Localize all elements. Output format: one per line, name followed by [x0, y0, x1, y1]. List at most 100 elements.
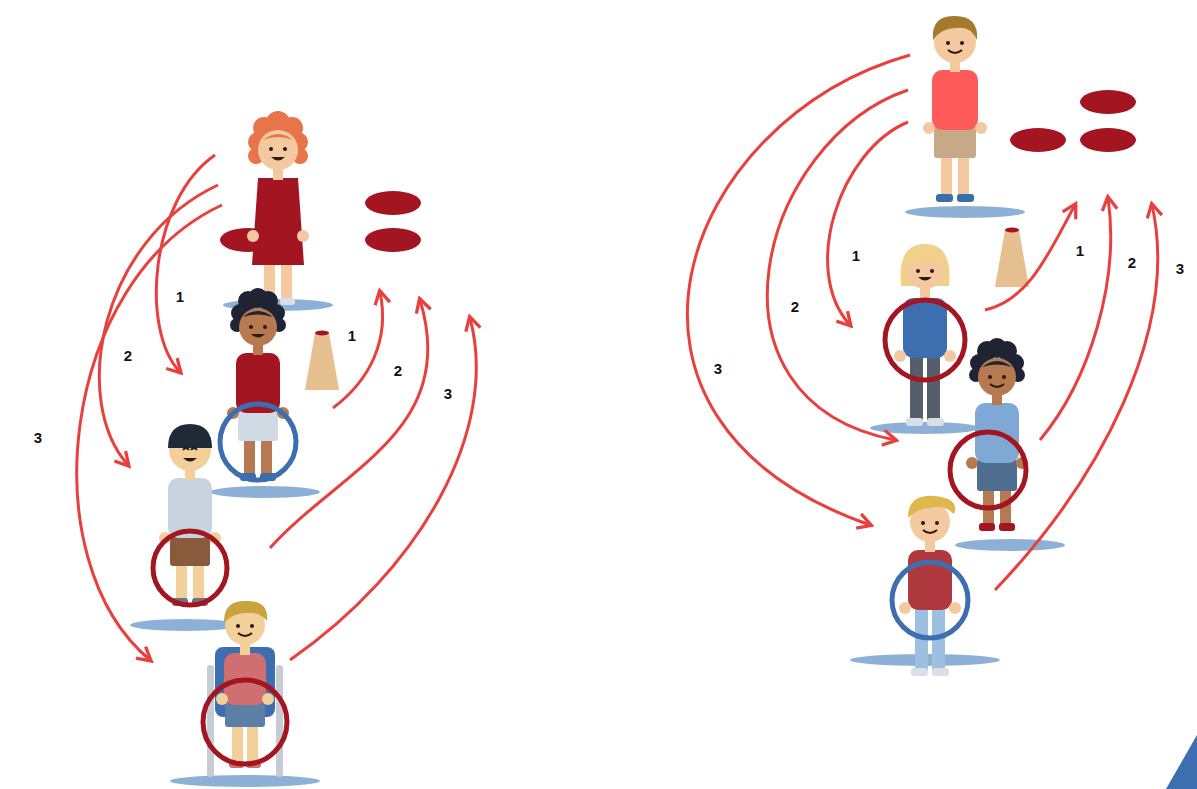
thrower-figure-part	[297, 230, 309, 242]
throw-arrows-part	[985, 205, 1075, 310]
thrower-figure-part	[263, 134, 293, 140]
floor-shadows-part	[905, 206, 1025, 218]
throw-arrows-part	[156, 155, 215, 372]
catcher-figure-part	[979, 523, 995, 531]
wheelchair-figure-part	[247, 723, 258, 763]
catcher-figure-part	[193, 562, 204, 600]
catcher-figure-part-part	[248, 288, 268, 308]
thrower-figure-part	[936, 194, 953, 202]
callout-number: 1	[176, 289, 184, 304]
catcher-figure-part	[251, 334, 265, 338]
hoop	[153, 531, 227, 605]
catcher-figure-part	[183, 448, 197, 450]
discs-part	[1010, 128, 1066, 152]
discs-part	[365, 228, 421, 252]
hoop	[220, 404, 296, 480]
callout-number: 1	[348, 328, 356, 343]
callout-number: 3	[444, 386, 452, 401]
catcher-figure-part	[894, 350, 906, 362]
corner-mark	[1166, 735, 1197, 789]
catcher-figure-part-part	[987, 338, 1007, 358]
wheelchair-figure-part	[207, 665, 214, 777]
catcher-figure-part	[930, 269, 934, 273]
callout-number: 2	[791, 299, 799, 314]
catcher-figure-part	[908, 496, 955, 518]
callout-number: 3	[34, 430, 42, 445]
cone-part	[315, 331, 329, 336]
catcher-figure-part	[243, 311, 273, 317]
catcher-figure-part	[905, 248, 945, 266]
callout-number: 2	[124, 348, 132, 363]
catcher-figure-part	[1002, 375, 1006, 379]
thrower-figure	[247, 111, 309, 305]
catcher-figure-part	[906, 418, 923, 426]
catcher-figure	[894, 244, 956, 426]
throw-arrows-part	[1040, 198, 1111, 440]
thrower-figure-part	[975, 122, 987, 134]
throw-arrows-part	[270, 300, 428, 548]
catcher-figure-part	[183, 458, 197, 462]
discs-part	[365, 191, 421, 215]
catcher-figure-part	[176, 562, 187, 600]
catcher-figure	[227, 288, 289, 481]
thrower-figure-part	[960, 41, 964, 45]
catcher-figure-part	[238, 409, 278, 441]
catcher-figure-part	[239, 308, 277, 346]
catcher-figure-part	[966, 457, 978, 469]
throw-arrows-part	[995, 205, 1158, 590]
wheelchair-figure-part	[238, 633, 252, 636]
hoop	[203, 680, 287, 764]
thrower-figure-part	[958, 154, 969, 196]
cone	[305, 331, 339, 391]
thrower-figure-part	[269, 147, 273, 151]
thrower-figure-part	[933, 16, 977, 40]
callout-number: 2	[394, 363, 402, 378]
catcher-figure-part	[903, 298, 947, 358]
catcher-figure-part	[170, 534, 210, 566]
floor-shadows-part	[170, 775, 320, 787]
catcher-figure-part	[982, 361, 1012, 367]
catcher-figure-part	[923, 530, 937, 533]
hoop	[892, 562, 968, 638]
catcher-figure-part	[168, 424, 212, 448]
discs-part	[1080, 90, 1136, 114]
wheelchair-figure-part	[276, 665, 283, 777]
callout-number: 1	[852, 248, 860, 263]
wheelchair-figure-part	[250, 624, 254, 628]
thrower-figure-part	[946, 41, 950, 45]
catcher-figure-part	[949, 602, 961, 614]
throw-arrows-part	[290, 318, 476, 660]
thrower-figure-part	[957, 194, 974, 202]
cone	[995, 228, 1029, 288]
catcher-figure-part	[263, 325, 267, 329]
catcher-figure-part	[910, 354, 923, 420]
callout-number: 3	[1176, 261, 1184, 276]
catcher-figure-part	[927, 418, 944, 426]
thrower-figure-part	[252, 178, 304, 265]
catcher-figure-part	[977, 459, 1017, 491]
thrower-figure-part	[280, 298, 295, 305]
thrower-figure-part	[941, 154, 952, 196]
thrower-figure-part	[283, 147, 287, 151]
catcher-figure-part	[911, 668, 928, 676]
hoop	[885, 300, 965, 380]
catcher-figure-part	[249, 325, 253, 329]
catcher-figure-part	[918, 277, 932, 281]
discs	[220, 90, 1136, 252]
wheelchair-figure-part	[216, 693, 228, 705]
floor-shadows-part	[130, 619, 240, 631]
catcher-figure-part	[978, 358, 1016, 396]
catcher-figure	[899, 496, 961, 676]
thrower-figure-part	[932, 70, 978, 130]
catcher-figure-part	[908, 550, 952, 610]
catcher-figure-part	[921, 521, 925, 525]
catcher-figure-part	[990, 384, 1004, 387]
throw-arrows-part	[77, 205, 222, 660]
thrower-figure-part	[247, 230, 259, 242]
thrower-figure	[923, 16, 987, 202]
floor-shadows-part	[870, 422, 980, 434]
catcher-figure-part	[899, 602, 911, 614]
throw-arrows-part	[333, 292, 383, 408]
